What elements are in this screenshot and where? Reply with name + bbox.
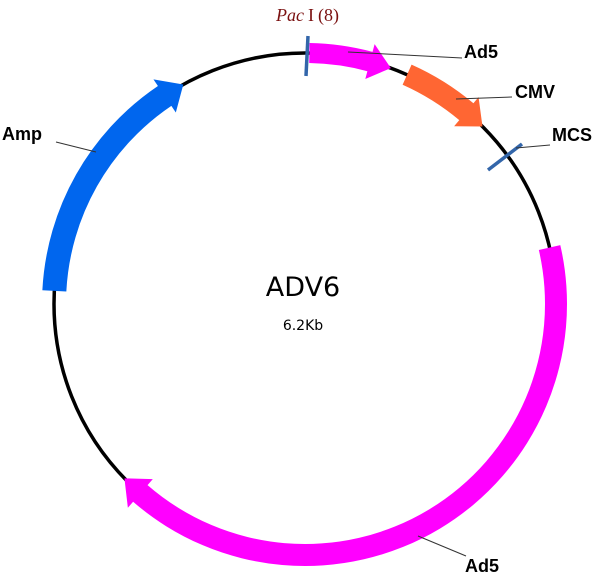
plasmid-name: ADV6	[266, 272, 340, 303]
ad5-bottom-leader	[417, 535, 467, 557]
amp-label: Amp	[2, 124, 42, 144]
mcs-label: MCS	[552, 125, 592, 145]
ad5-top-arc	[309, 43, 391, 79]
cmv-arc	[402, 64, 483, 127]
ad5-bottom-arc	[124, 245, 568, 567]
ad5-top-leader	[347, 51, 463, 59]
cmv-label: CMV	[515, 82, 555, 102]
pac-position: (8)	[318, 5, 339, 26]
mcs-leader	[515, 144, 551, 149]
amp-leader	[55, 141, 97, 153]
plasmid-size: 6.2Kb	[283, 318, 323, 334]
pac-enzyme-roman: I	[308, 5, 314, 25]
amp-arc	[42, 79, 184, 292]
ad5-top-label: Ad5	[464, 42, 498, 62]
cmv-leader	[455, 96, 513, 100]
feature-arcs	[42, 43, 568, 567]
pac-site-marker	[304, 35, 310, 77]
pac-enzyme-name: Pac	[275, 5, 304, 25]
ad5-bottom-label: Ad5	[465, 556, 499, 576]
